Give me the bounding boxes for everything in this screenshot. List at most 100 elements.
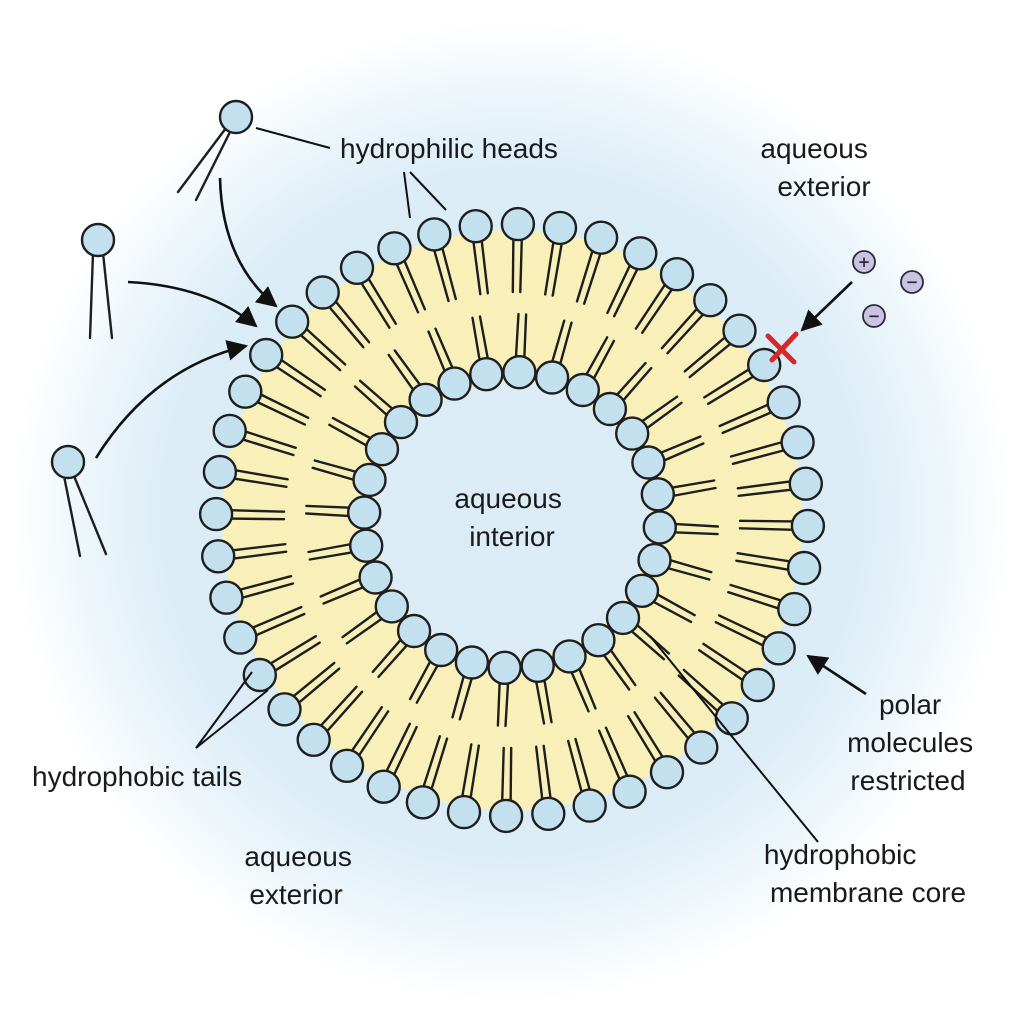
outer-lipid-tail (384, 722, 411, 774)
outer-lipid-head (761, 631, 796, 666)
outer-lipid-tail (567, 739, 584, 795)
outer-lipid-tail (254, 400, 307, 426)
outer-lipid-head (275, 304, 310, 339)
inner-lipid-tail (387, 353, 416, 393)
outer-lipid-tail (575, 248, 594, 303)
free-phospholipid-3 (50, 444, 108, 558)
outer-lipid-head (209, 580, 244, 615)
label-hydrophobic-membrane-core: hydrophobic membrane core (764, 839, 966, 908)
inner-lipid-tail (671, 486, 717, 498)
outer-lipid-tail (736, 552, 793, 563)
inner-lipid-tail (601, 652, 631, 691)
outer-lipid-tail (243, 430, 297, 449)
outer-lipid-head (572, 788, 607, 823)
inner-lipid-tail (534, 679, 546, 725)
outer-lipid-tail (333, 299, 371, 344)
outer-lipid-tail (574, 737, 592, 793)
outer-lipid-tail (738, 519, 796, 523)
outer-lipid-head (329, 748, 365, 783)
outer-lipid-head (659, 257, 695, 292)
inner-lipid-tail (393, 349, 423, 388)
outer-lipid-tail (304, 326, 347, 366)
inner-lipid-tail (322, 585, 366, 605)
inner-lipid-tail (661, 442, 705, 463)
ion-sign: − (906, 273, 919, 291)
outer-lipid-tail (677, 674, 720, 714)
outer-lipid-tail (727, 591, 781, 610)
outer-lipid-tail (542, 744, 552, 801)
inner-lipid-head (358, 560, 393, 595)
outer-lipid-head (366, 769, 401, 804)
inner-lipid-tail (408, 659, 432, 701)
inner-lipid-tail (313, 459, 359, 474)
outer-lipid-tail (395, 261, 420, 314)
outer-lipid-tail (707, 374, 756, 405)
inner-lipid-tail (672, 522, 720, 528)
outer-lipid-tail (535, 745, 544, 802)
outer-lipid-tail (735, 559, 791, 572)
inner-lipid-tail (655, 592, 696, 617)
outer-lipid-head (405, 785, 441, 820)
outer-lipid-tail (469, 744, 480, 801)
inner-lipid-tail (305, 504, 352, 509)
outer-lipid-head (228, 374, 263, 409)
outer-lipid-tail (501, 746, 505, 804)
inner-lipid-tail (584, 336, 609, 377)
ions: +−− (852, 250, 924, 328)
outer-lipid-tail (239, 582, 295, 600)
polar-restricted-arrow (806, 654, 867, 696)
outer-lipid-head (296, 722, 331, 757)
outer-lipid-head (500, 206, 536, 242)
inner-lipid-tail (458, 675, 474, 721)
inner-lipid-tail (328, 423, 369, 448)
insertion-arrow-2 (127, 280, 258, 328)
outer-lipid-tail (430, 737, 449, 792)
outer-lipid-tail (258, 392, 310, 419)
outer-lipid-tail (268, 635, 317, 666)
leader-hydrophilic-2 (409, 171, 447, 211)
outer-lipid-head (339, 250, 375, 285)
outer-lipid-tail (422, 735, 441, 789)
outer-lipid-head (583, 220, 619, 255)
inner-lipid-head (469, 357, 504, 392)
outer-lipid-tail (231, 550, 288, 560)
interior-aqueous (374, 382, 650, 658)
outer-lipid-head (458, 208, 493, 244)
outer-lipid-tail (440, 245, 457, 301)
outer-lipid-head (200, 539, 236, 574)
inner-lipid-tail (669, 479, 716, 489)
inner-lipid-tail (550, 319, 566, 365)
outer-lipid-head (267, 692, 302, 727)
outer-lipid-tail (250, 605, 303, 630)
outer-lipid-tail (729, 440, 785, 458)
outer-lipid-tail (279, 358, 326, 391)
outer-lipid-head (377, 231, 412, 266)
outer-lipid-head (777, 591, 812, 627)
inner-lipid-tail (592, 339, 616, 381)
outer-lipid-tail (472, 239, 482, 296)
outer-lipid-tail (717, 614, 770, 640)
inner-lipid-head (487, 650, 522, 685)
outer-lipid-tail (627, 715, 658, 764)
inner-lipid-tail (644, 401, 683, 431)
inner-lipid-tail (639, 395, 679, 424)
outer-lipid-head (786, 550, 822, 586)
outer-lipid-tail (597, 729, 622, 782)
outer-lipid-head (212, 413, 247, 449)
inner-lipid-tail (478, 315, 490, 361)
outer-lipid-tail (357, 710, 390, 758)
outer-lipid-tail (660, 306, 699, 350)
outer-lipid-head (788, 466, 823, 501)
ion-approach-arrow (800, 281, 853, 332)
outer-lipid-tail (698, 649, 745, 682)
label-hydrophobic-tails: hydrophobic tails (32, 761, 242, 792)
inner-lipid-head (408, 382, 443, 417)
inner-lipid-head (605, 600, 641, 636)
inner-lipid-tail (341, 609, 380, 639)
outer-lipid-head (446, 794, 482, 830)
leader-core (649, 635, 819, 843)
outer-lipid-head (714, 701, 749, 736)
leader-hydrophilic-free (255, 127, 331, 149)
inner-lipid-tail (514, 312, 520, 360)
